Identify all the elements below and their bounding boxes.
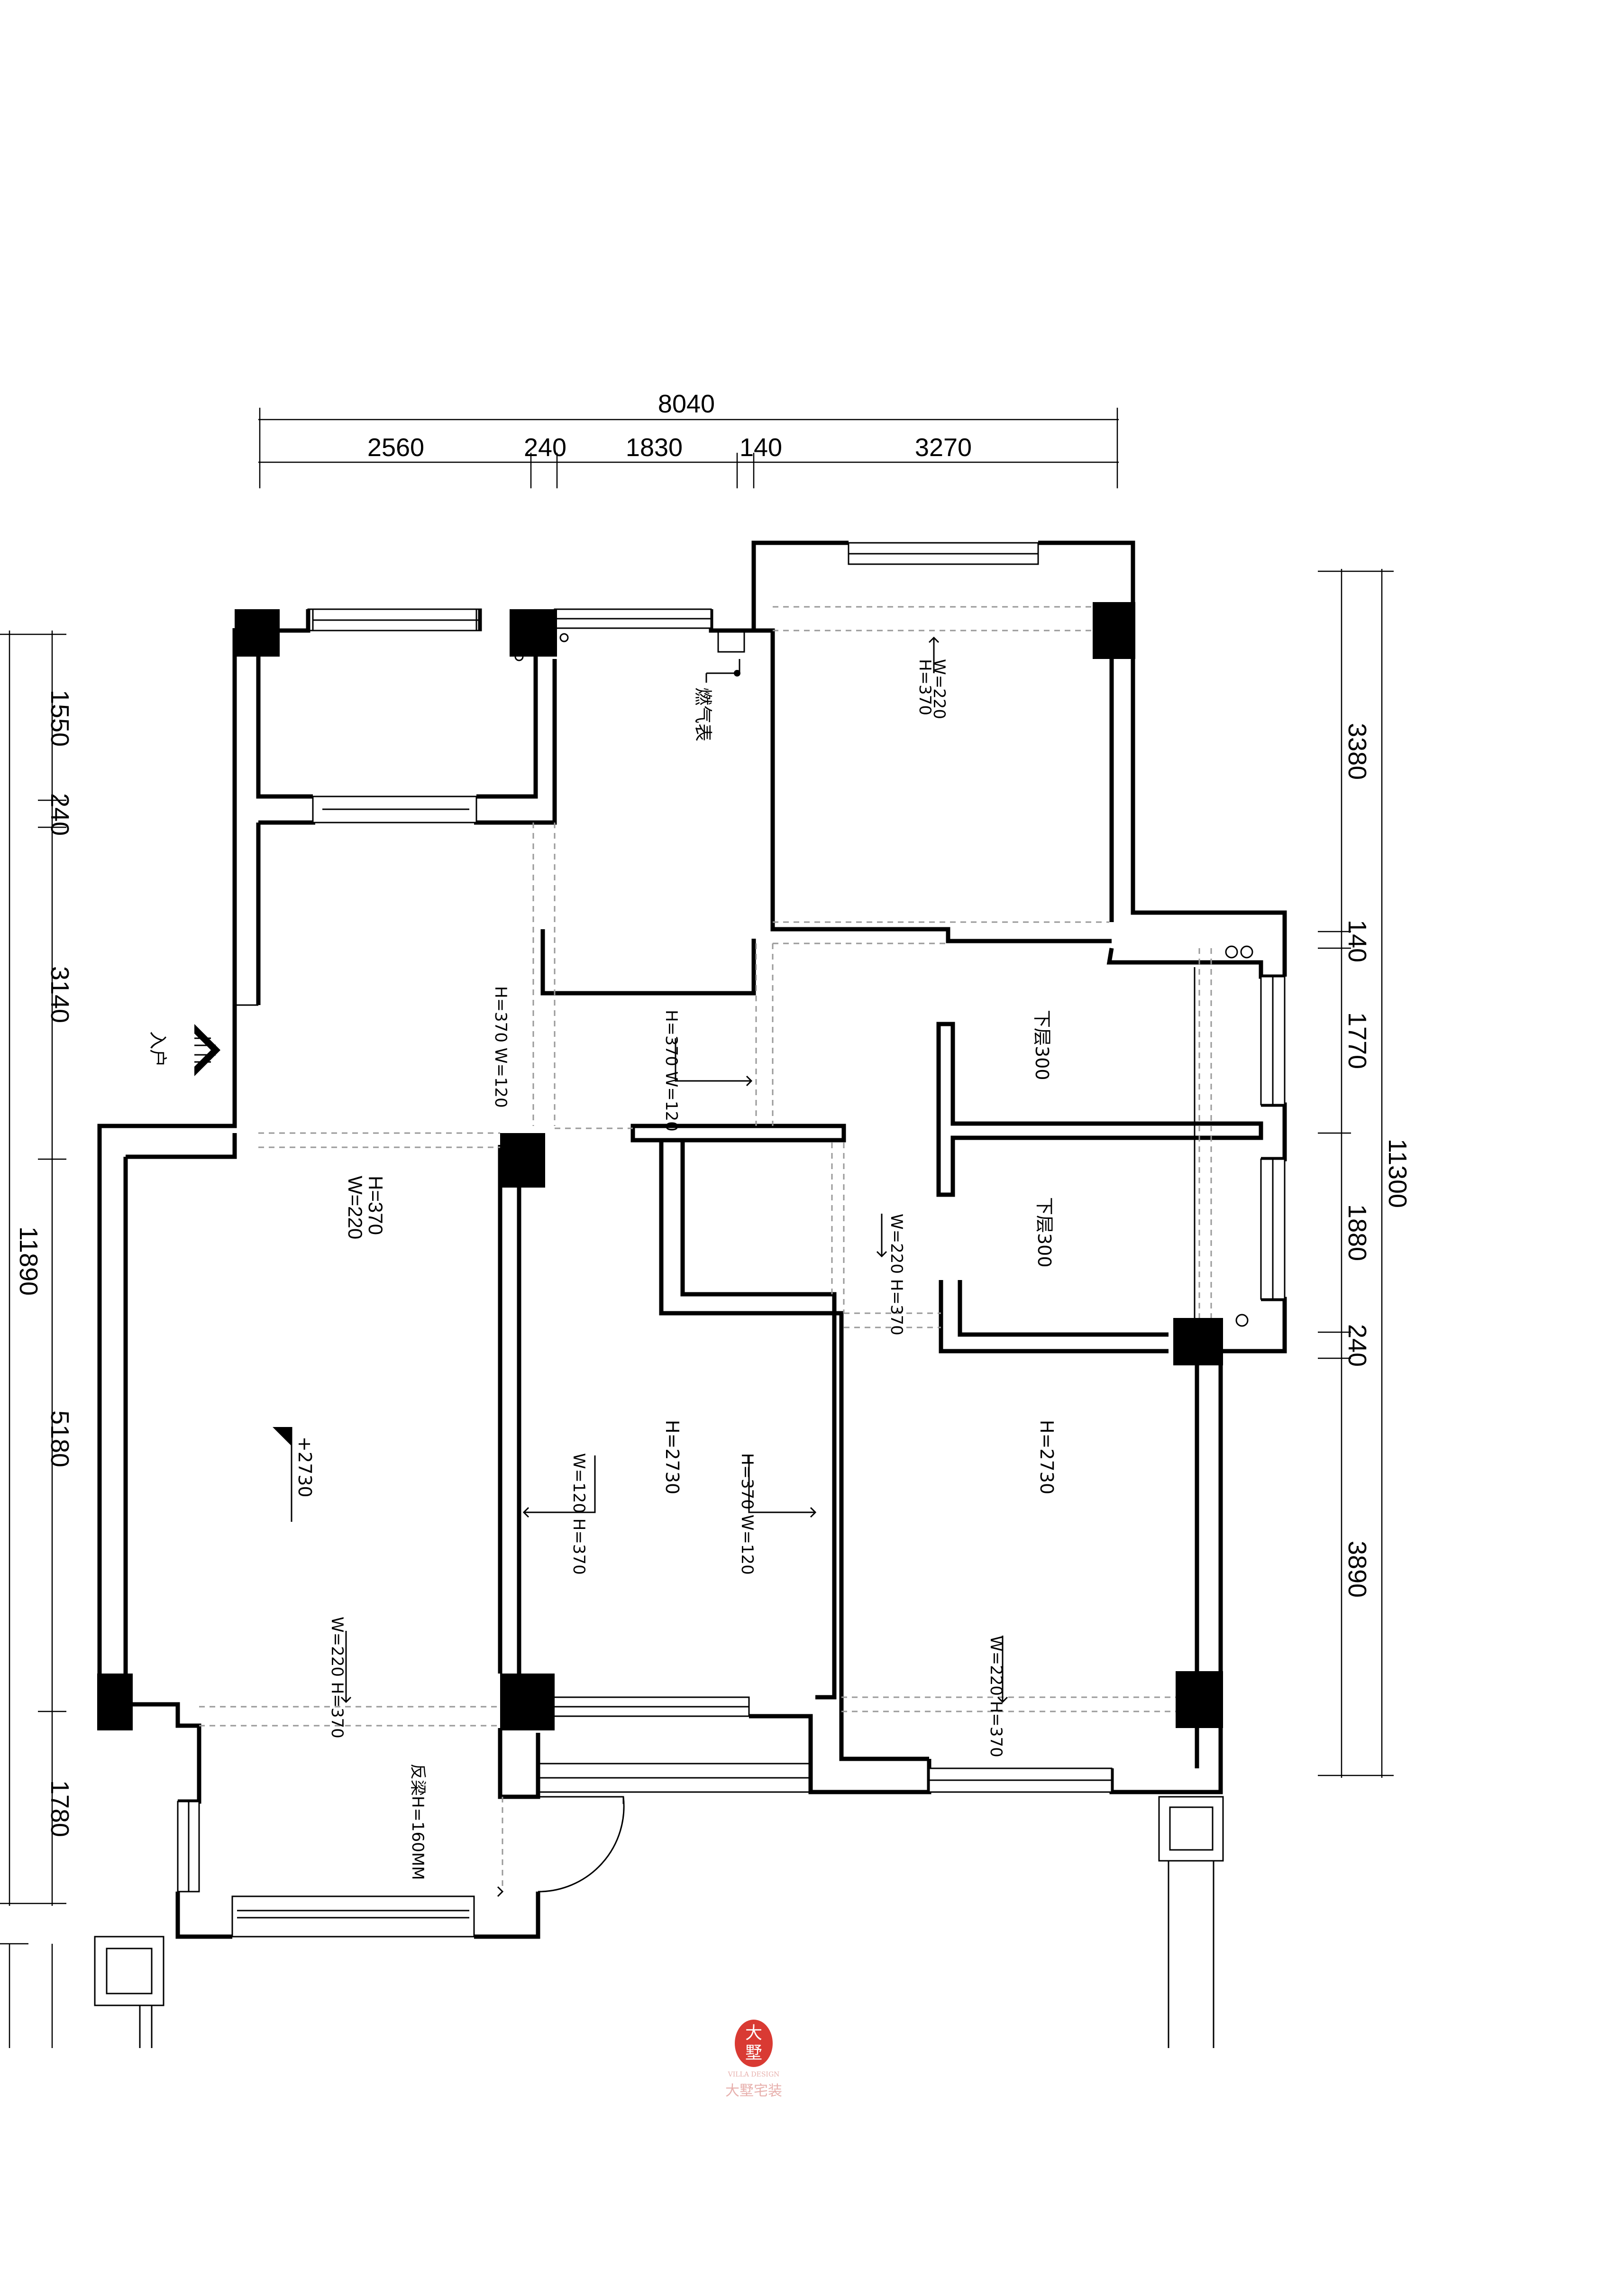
- beam-label-g: H=370 W=120: [738, 1453, 757, 1575]
- beam-dashed-lines: [199, 606, 1212, 1892]
- entrance-label: 入户: [147, 1031, 168, 1067]
- left-dim-5: 1780: [46, 1780, 74, 1837]
- top-total-dim: 8040: [658, 390, 715, 418]
- top-dim-3: 1830: [626, 433, 683, 462]
- top-dim-4: 140: [740, 433, 782, 462]
- svg-text:大: 大: [745, 2023, 762, 2043]
- beam-label-d: H=370 W=120: [662, 1010, 681, 1132]
- column: [1176, 1671, 1223, 1728]
- right-dim-1: 3380: [1343, 723, 1371, 780]
- top-dim-1: 2560: [367, 433, 424, 462]
- column: [1173, 1318, 1223, 1365]
- lower-floor-label-2: 下层300: [1034, 1197, 1055, 1268]
- left-dim-2: 240: [46, 793, 74, 836]
- column: [97, 1674, 133, 1730]
- column: [500, 1674, 555, 1730]
- small-fixtures: [94, 608, 1253, 2048]
- beam-label-f: W=120 H=370: [569, 1453, 588, 1575]
- brand-seal-logo: 大 墅 VILLA DESIGN 大墅宅装: [725, 2020, 782, 2099]
- beam-label-living-w: W=220: [344, 1176, 366, 1239]
- beam-label-living-h: H=370: [365, 1176, 387, 1235]
- top-dim-2: 240: [524, 433, 566, 462]
- brand-en: VILLA DESIGN: [728, 2071, 780, 2078]
- column: [235, 609, 280, 657]
- left-dimension-chain: 11890 1550 240 3140 5180 1780: [0, 631, 74, 2048]
- gas-meter-label: 燃气表: [693, 687, 713, 741]
- annotations: 燃气表 入户 下层300 下层300 W=220 H=370 H=370 W=1…: [147, 659, 1057, 1880]
- top-dimension-chain: 8040 2560 240 1830 140 3270: [258, 390, 1119, 488]
- beam-label-kitchen: W=220: [930, 659, 949, 719]
- beam-label-e: W=220 H=370: [887, 1214, 906, 1336]
- right-dimension-chain: 11300 3380 140 1770 1880 240 3890: [1318, 569, 1412, 1778]
- beam-label-c: H=370 W=120: [491, 986, 510, 1108]
- right-total-dim: 11300: [1383, 1139, 1412, 1208]
- ceiling-height-label-1: H=2730: [662, 1420, 683, 1494]
- beam-annotation-arrows: [340, 636, 1008, 1897]
- right-dim-4: 1880: [1343, 1204, 1371, 1261]
- left-dim-4: 5180: [46, 1410, 74, 1467]
- right-dim-5: 240: [1343, 1324, 1371, 1367]
- windows-and-openings: [177, 542, 1286, 1938]
- right-dim-3: 1770: [1343, 1012, 1371, 1069]
- top-dim-5: 3270: [915, 433, 972, 462]
- lower-floor-label-1: 下层300: [1032, 1010, 1052, 1080]
- column: [500, 1133, 545, 1188]
- ceiling-height-label-2: H=2730: [1036, 1420, 1057, 1494]
- entrance-arrow-icon: [194, 1024, 220, 1076]
- right-dim-6: 3890: [1343, 1541, 1371, 1598]
- beam-label-kitchen-h: H=370: [915, 659, 934, 715]
- walls: [97, 540, 1287, 1939]
- level-mark-label: +2730: [294, 1436, 315, 1498]
- left-dim-1: 1550: [46, 690, 74, 747]
- left-total-dim: 11890: [14, 1226, 43, 1296]
- reverse-beam-label: 反梁H=160MM: [408, 1764, 427, 1880]
- beam-label-i: W=220 H=370: [986, 1636, 1005, 1757]
- column: [510, 609, 557, 657]
- left-dim-3: 3140: [46, 966, 74, 1023]
- level-marker-icon: [273, 1427, 292, 1522]
- right-dim-2: 140: [1343, 920, 1371, 962]
- brand-cn: 大墅宅装: [725, 2083, 782, 2099]
- column: [1093, 602, 1135, 659]
- svg-text:墅: 墅: [745, 2043, 762, 2063]
- beam-label-h: W=220 H=370: [328, 1617, 347, 1738]
- structural-columns: [97, 602, 1223, 1730]
